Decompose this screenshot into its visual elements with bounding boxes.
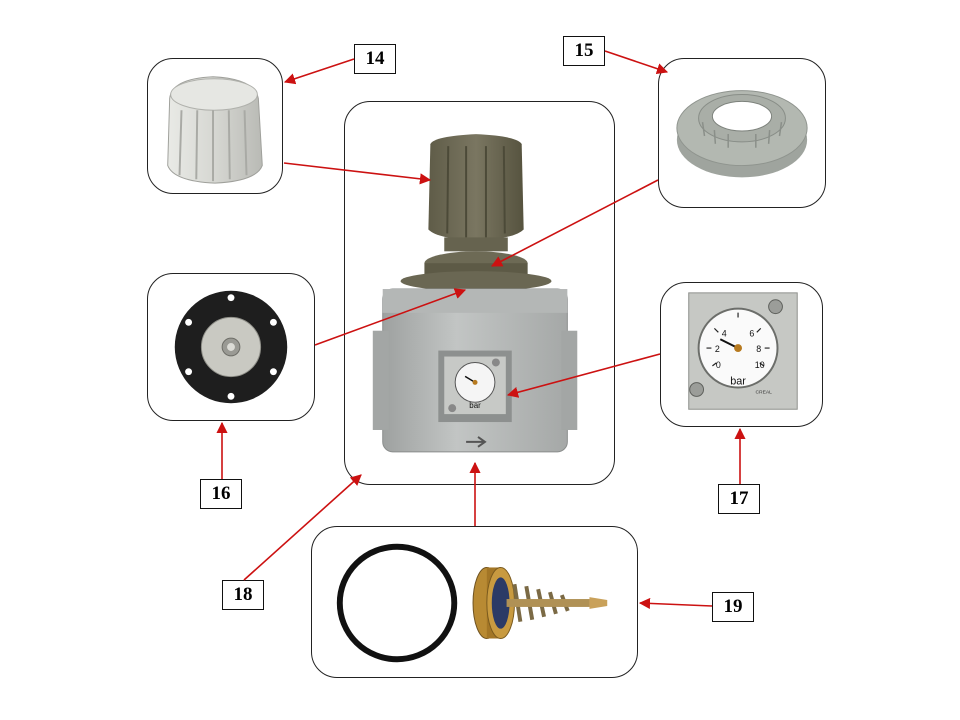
part-16-diaphragm-frame	[147, 273, 315, 421]
arrow-15-to-ring	[604, 50, 669, 75]
part-17-gauge-frame: 0 2 4 6 8 10 bar CREAL	[660, 282, 823, 427]
callout-19: 19	[712, 592, 754, 622]
part-15-ring-frame	[658, 58, 826, 208]
gauge-brand-label: CREAL	[755, 389, 772, 395]
part-19-valve-frame	[311, 526, 638, 678]
pressure-gauge-image: 0 2 4 6 8 10 bar CREAL	[688, 292, 798, 410]
gauge-tick-6: 6	[749, 328, 754, 338]
gauge-tick-10: 10	[755, 360, 765, 370]
regulator-assembly-image: bar	[372, 134, 578, 453]
callout-17: 17	[718, 484, 760, 514]
adjusting-knob-image	[167, 76, 263, 184]
callout-16: 16	[200, 479, 242, 509]
lock-ring-image	[676, 90, 808, 178]
callout-18: 18	[222, 580, 264, 610]
part-18-regulator-frame: bar	[344, 101, 615, 485]
arrow-19-to-valve	[638, 597, 713, 610]
regulator-gauge-unit: bar	[469, 401, 481, 410]
gauge-tick-2: 2	[715, 344, 720, 354]
gauge-unit-label: bar	[730, 376, 746, 388]
gauge-tick-0: 0	[716, 360, 721, 370]
oring-and-valve-image	[336, 543, 608, 663]
part-14-knob-frame	[147, 58, 283, 194]
diaphragm-image	[174, 290, 288, 404]
callout-14: 14	[354, 44, 396, 74]
gauge-tick-8: 8	[756, 344, 761, 354]
callout-15: 15	[563, 36, 605, 66]
arrow-14-to-knob	[283, 58, 355, 85]
gauge-tick-4: 4	[722, 328, 727, 338]
